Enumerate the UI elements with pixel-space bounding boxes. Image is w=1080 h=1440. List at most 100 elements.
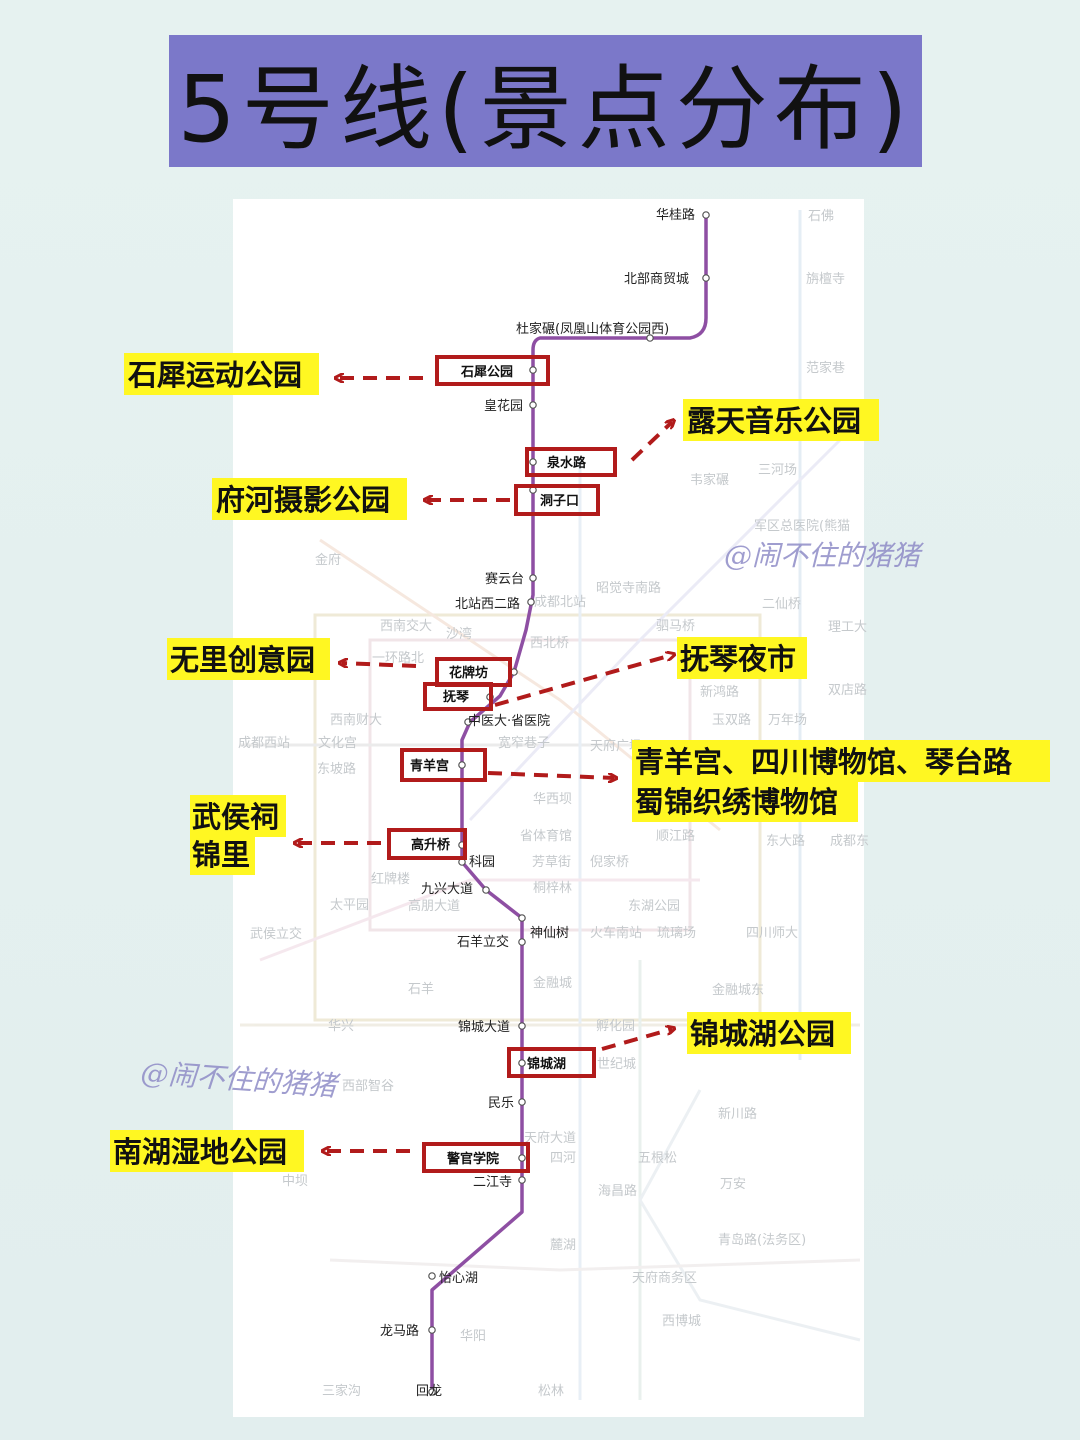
station-dot <box>702 274 710 282</box>
background-station-label: 高朋大道 <box>408 898 460 914</box>
hl-fuhe <box>212 478 407 520</box>
background-station-label: 松林 <box>538 1384 564 1399</box>
watermark-bottom: @闹不住的猪猪 <box>140 1056 342 1103</box>
boxed-label-jingguan: 警官学院 <box>447 1151 499 1167</box>
background-station-labels: 石佛旃檀寺范家巷三河场韦家碾军区总医院(熊猫金府西南交大沙湾二仙桥昭觉寺南路驷马… <box>238 209 869 1399</box>
station-label: 九兴大道 <box>421 882 473 897</box>
background-station-label: 华兴 <box>328 1019 354 1034</box>
background-station-label: 金融城 <box>533 975 572 991</box>
highlight-boxes <box>387 355 617 1173</box>
station-dot <box>529 401 537 409</box>
background-station-label: 孵化园 <box>596 1019 635 1034</box>
arrow-huapaifang <box>342 663 417 666</box>
station-dot <box>518 1154 526 1162</box>
boxed-label-shixi: 石犀公园 <box>460 365 513 380</box>
background-station-label: 三家沟 <box>322 1383 361 1399</box>
background-station-label: 宽窄巷子 <box>498 735 550 751</box>
arrow-qingyanggong <box>487 771 614 778</box>
station-dot <box>529 366 537 374</box>
background-station-label: 华西坝 <box>533 792 572 807</box>
station-label: 科园 <box>469 855 495 870</box>
station-label: 民乐 <box>488 1096 514 1111</box>
background-station-label: 省体育馆 <box>520 828 572 844</box>
station-dot <box>428 1326 436 1334</box>
station-dot <box>702 211 710 219</box>
station-label: 赛云台 <box>485 571 524 587</box>
background-station-label: 桐梓林 <box>533 881 572 896</box>
attraction-labels: 石犀运动公园 露天音乐公园 府河摄影公园 无里创意园 抚琴夜市 青羊宫、四川博物… <box>113 358 1013 1169</box>
station-dot <box>482 886 490 894</box>
station-label: 华桂路 <box>656 207 695 223</box>
background-station-label: 芳草街 <box>532 855 571 870</box>
attraction-label-qingyanggong-2: 蜀锦织绣博物馆 <box>635 785 838 819</box>
background-station-label: 四川师大 <box>746 926 798 941</box>
station-label: 回龙 <box>416 1384 442 1399</box>
attraction-label-nanhu: 南湖湿地公园 <box>113 1135 287 1169</box>
boxed-label-huapaifang: 花牌坊 <box>449 665 488 681</box>
background-station-label: 理工大 <box>828 620 867 635</box>
hl-qingyang1 <box>632 740 1050 782</box>
background-station-label: 一环路北 <box>372 650 424 666</box>
background-station-label: 万安 <box>720 1177 746 1192</box>
background-station-label: 昭觉寺南路 <box>596 580 661 596</box>
attraction-label-jinli: 锦里 <box>192 838 250 872</box>
background-station-label: 金融城东 <box>712 982 764 998</box>
background-station-label: 顺江路 <box>656 828 695 844</box>
attraction-label-lutian: 露天音乐公园 <box>687 404 861 438</box>
boxed-label-gaoshengqiao: 高升桥 <box>411 837 451 853</box>
arrow-fuqin <box>494 655 672 707</box>
box-quanshuilu <box>525 447 617 477</box>
background-station-label: 玉双路 <box>712 712 751 728</box>
hl-jinli <box>190 833 255 875</box>
attraction-highlights <box>110 353 1050 1172</box>
boxed-label-dongzikou: 洞子口 <box>540 494 579 509</box>
station-label: 北部商贸城 <box>624 272 689 287</box>
hl-jinchenghu <box>687 1012 851 1054</box>
background-station-label: 新鸿路 <box>700 684 739 700</box>
hl-wuhou <box>190 795 286 837</box>
bg-line-loop2 <box>368 638 692 932</box>
background-station-label: 天府广场 <box>590 739 642 754</box>
background-station-label: 世纪城 <box>597 1057 636 1072</box>
background-station-label: 东湖公园 <box>628 899 680 914</box>
page-title: 5号线(景点分布) <box>177 55 914 163</box>
station-dot <box>646 334 654 342</box>
callout-arrows <box>297 378 672 1151</box>
background-station-label: 双店路 <box>828 682 867 698</box>
background-station-label: 东大路 <box>766 833 805 849</box>
background-station-label: 武侯立交 <box>250 926 302 942</box>
bg-line-d4 <box>638 1089 861 1342</box>
box-shixi <box>435 355 550 386</box>
box-dongzikou <box>514 484 600 516</box>
background-station-label: 沙湾 <box>446 626 472 642</box>
attraction-label-fuqin-night-market: 抚琴夜市 <box>680 642 796 676</box>
bg-line-d2 <box>468 428 852 822</box>
hl-lutian <box>683 399 879 441</box>
station-label: 龙马路 <box>380 1323 419 1339</box>
station-label: 二江寺 <box>473 1175 512 1190</box>
background-station-label: 成都西站 <box>238 736 290 751</box>
station-label: 怡心湖 <box>439 1271 478 1286</box>
background-station-label: 新川路 <box>718 1106 757 1122</box>
station-dot <box>428 1388 436 1396</box>
title-banner: 5号线(景点分布) <box>169 35 922 167</box>
background-station-label: 范家巷 <box>806 360 845 376</box>
station-dot <box>529 458 537 466</box>
box-qingyanggong <box>400 748 487 782</box>
background-station-label: 太平园 <box>330 898 369 913</box>
background-station-label: 旃檀寺 <box>806 271 845 287</box>
station-dot <box>518 938 526 946</box>
background-station-label: 东坡路 <box>317 761 356 777</box>
station-dot <box>518 1176 526 1184</box>
station-label: 中医大·省医院 <box>468 714 550 729</box>
background-station-label: 西北桥 <box>530 636 569 651</box>
background-station-label: 成都北站 <box>534 595 586 610</box>
background-station-label: 中坝 <box>282 1174 308 1189</box>
background-station-label: 倪家桥 <box>590 854 629 870</box>
boxed-label-quanshuilu: 泉水路 <box>547 455 587 471</box>
background-station-label: 西南财大 <box>330 712 382 728</box>
background-station-label: 红牌楼 <box>371 871 410 887</box>
background-station-label: 成都东 <box>830 834 869 849</box>
station-label: 石羊立交 <box>457 934 509 950</box>
